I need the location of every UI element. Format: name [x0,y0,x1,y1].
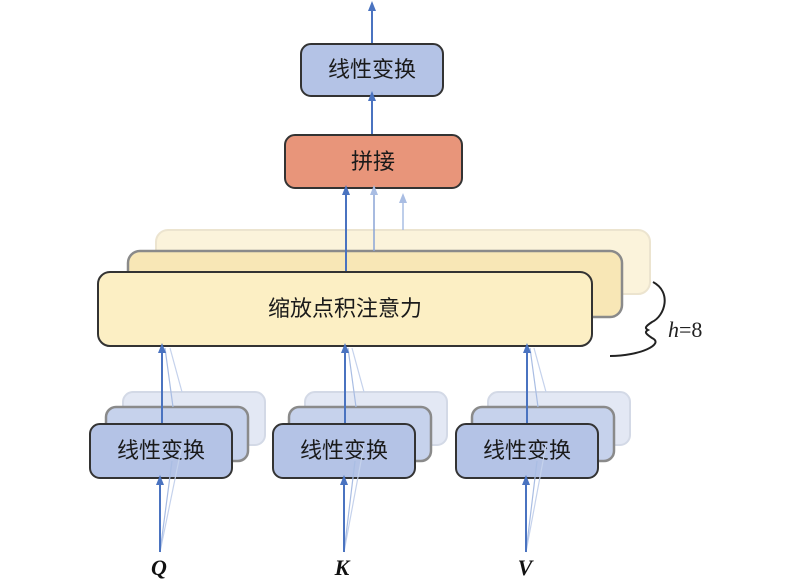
faint-line [529,347,539,408]
concat-box: 拼接 [284,134,463,189]
faint-line [343,460,356,553]
faint-line [169,347,183,393]
heads-var: h [668,317,679,342]
branch-v: 线性变换 V [455,343,631,580]
heads-eq: =8 [679,317,702,342]
faint-line [533,347,547,393]
faint-line [525,444,547,553]
branch-q: 线性变换 Q [89,343,266,580]
heads-brace [609,281,666,357]
linear-k-label: 线性变换 [300,439,388,464]
heads-label: h=8 [668,317,702,342]
concat-label: 拼接 [351,150,395,175]
faint-line [159,444,183,553]
branch-k: 线性变换 K [272,343,448,580]
faint-line [343,444,365,553]
linear-v-label: 线性变换 [483,439,571,464]
faint-line [351,347,365,393]
faint-line [525,460,538,553]
input-q: Q [151,555,167,580]
faint-line [347,347,357,408]
attention-label: 缩放点积注意力 [268,297,422,322]
input-v: V [518,555,535,580]
linear-q-label: 线性变换 [117,439,205,464]
faint-line [159,460,173,553]
faint-line [164,347,174,408]
attention-box: 缩放点积注意力 [97,271,593,347]
input-k: K [334,555,351,580]
top-linear-label: 线性变换 [328,58,416,83]
top-linear-box: 线性变换 [300,43,444,97]
